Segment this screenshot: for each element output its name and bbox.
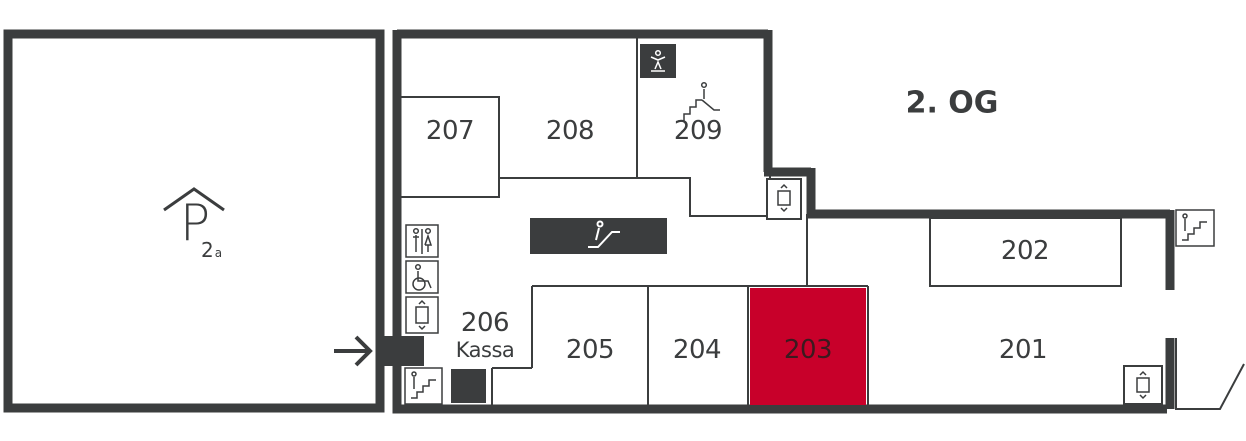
entrance-door[interactable] xyxy=(376,336,424,366)
room-201-label[interactable]: 201 xyxy=(998,335,1048,365)
room-204-label[interactable]: 204 xyxy=(672,335,722,365)
parking-level-suffix: a xyxy=(214,246,223,260)
building-walls xyxy=(392,29,1175,414)
parking-level-number: 2 xyxy=(201,238,214,262)
room-209-label[interactable]: 209 xyxy=(673,116,723,146)
room-203-highlight[interactable] xyxy=(750,288,866,405)
elevator-icon-209[interactable] xyxy=(766,178,802,220)
parking-letter: P xyxy=(180,194,211,252)
escalator-icon xyxy=(588,220,620,248)
parking-roof-icon xyxy=(163,187,225,212)
elevator-icon-201[interactable] xyxy=(1123,365,1163,405)
angled-wall xyxy=(1175,338,1245,410)
stairs-icon[interactable] xyxy=(404,367,443,405)
parking-level: 2a xyxy=(201,238,222,262)
room-205-label[interactable]: 205 xyxy=(565,335,615,365)
roof-terrace-icon xyxy=(678,81,720,122)
entrance-arrow-icon xyxy=(334,335,373,367)
room-203-label[interactable]: 203 xyxy=(783,335,833,365)
stairs-icon-right[interactable] xyxy=(1175,209,1215,247)
service-block xyxy=(451,369,486,403)
floor-label: 2. OG xyxy=(905,85,999,121)
room-207-label[interactable]: 207 xyxy=(425,116,475,146)
wheelchair-icon[interactable] xyxy=(405,260,439,294)
parking-area[interactable] xyxy=(3,29,385,413)
toilets-icon[interactable] xyxy=(405,224,439,258)
room-208-label[interactable]: 208 xyxy=(545,116,595,146)
room-206-sublabel: Kassa xyxy=(455,337,515,362)
room-202-label[interactable]: 202 xyxy=(1000,236,1050,266)
elevator-icon[interactable] xyxy=(405,296,439,334)
baby-changing-icon[interactable] xyxy=(640,44,676,78)
room-206-label[interactable]: 206 xyxy=(460,308,510,338)
